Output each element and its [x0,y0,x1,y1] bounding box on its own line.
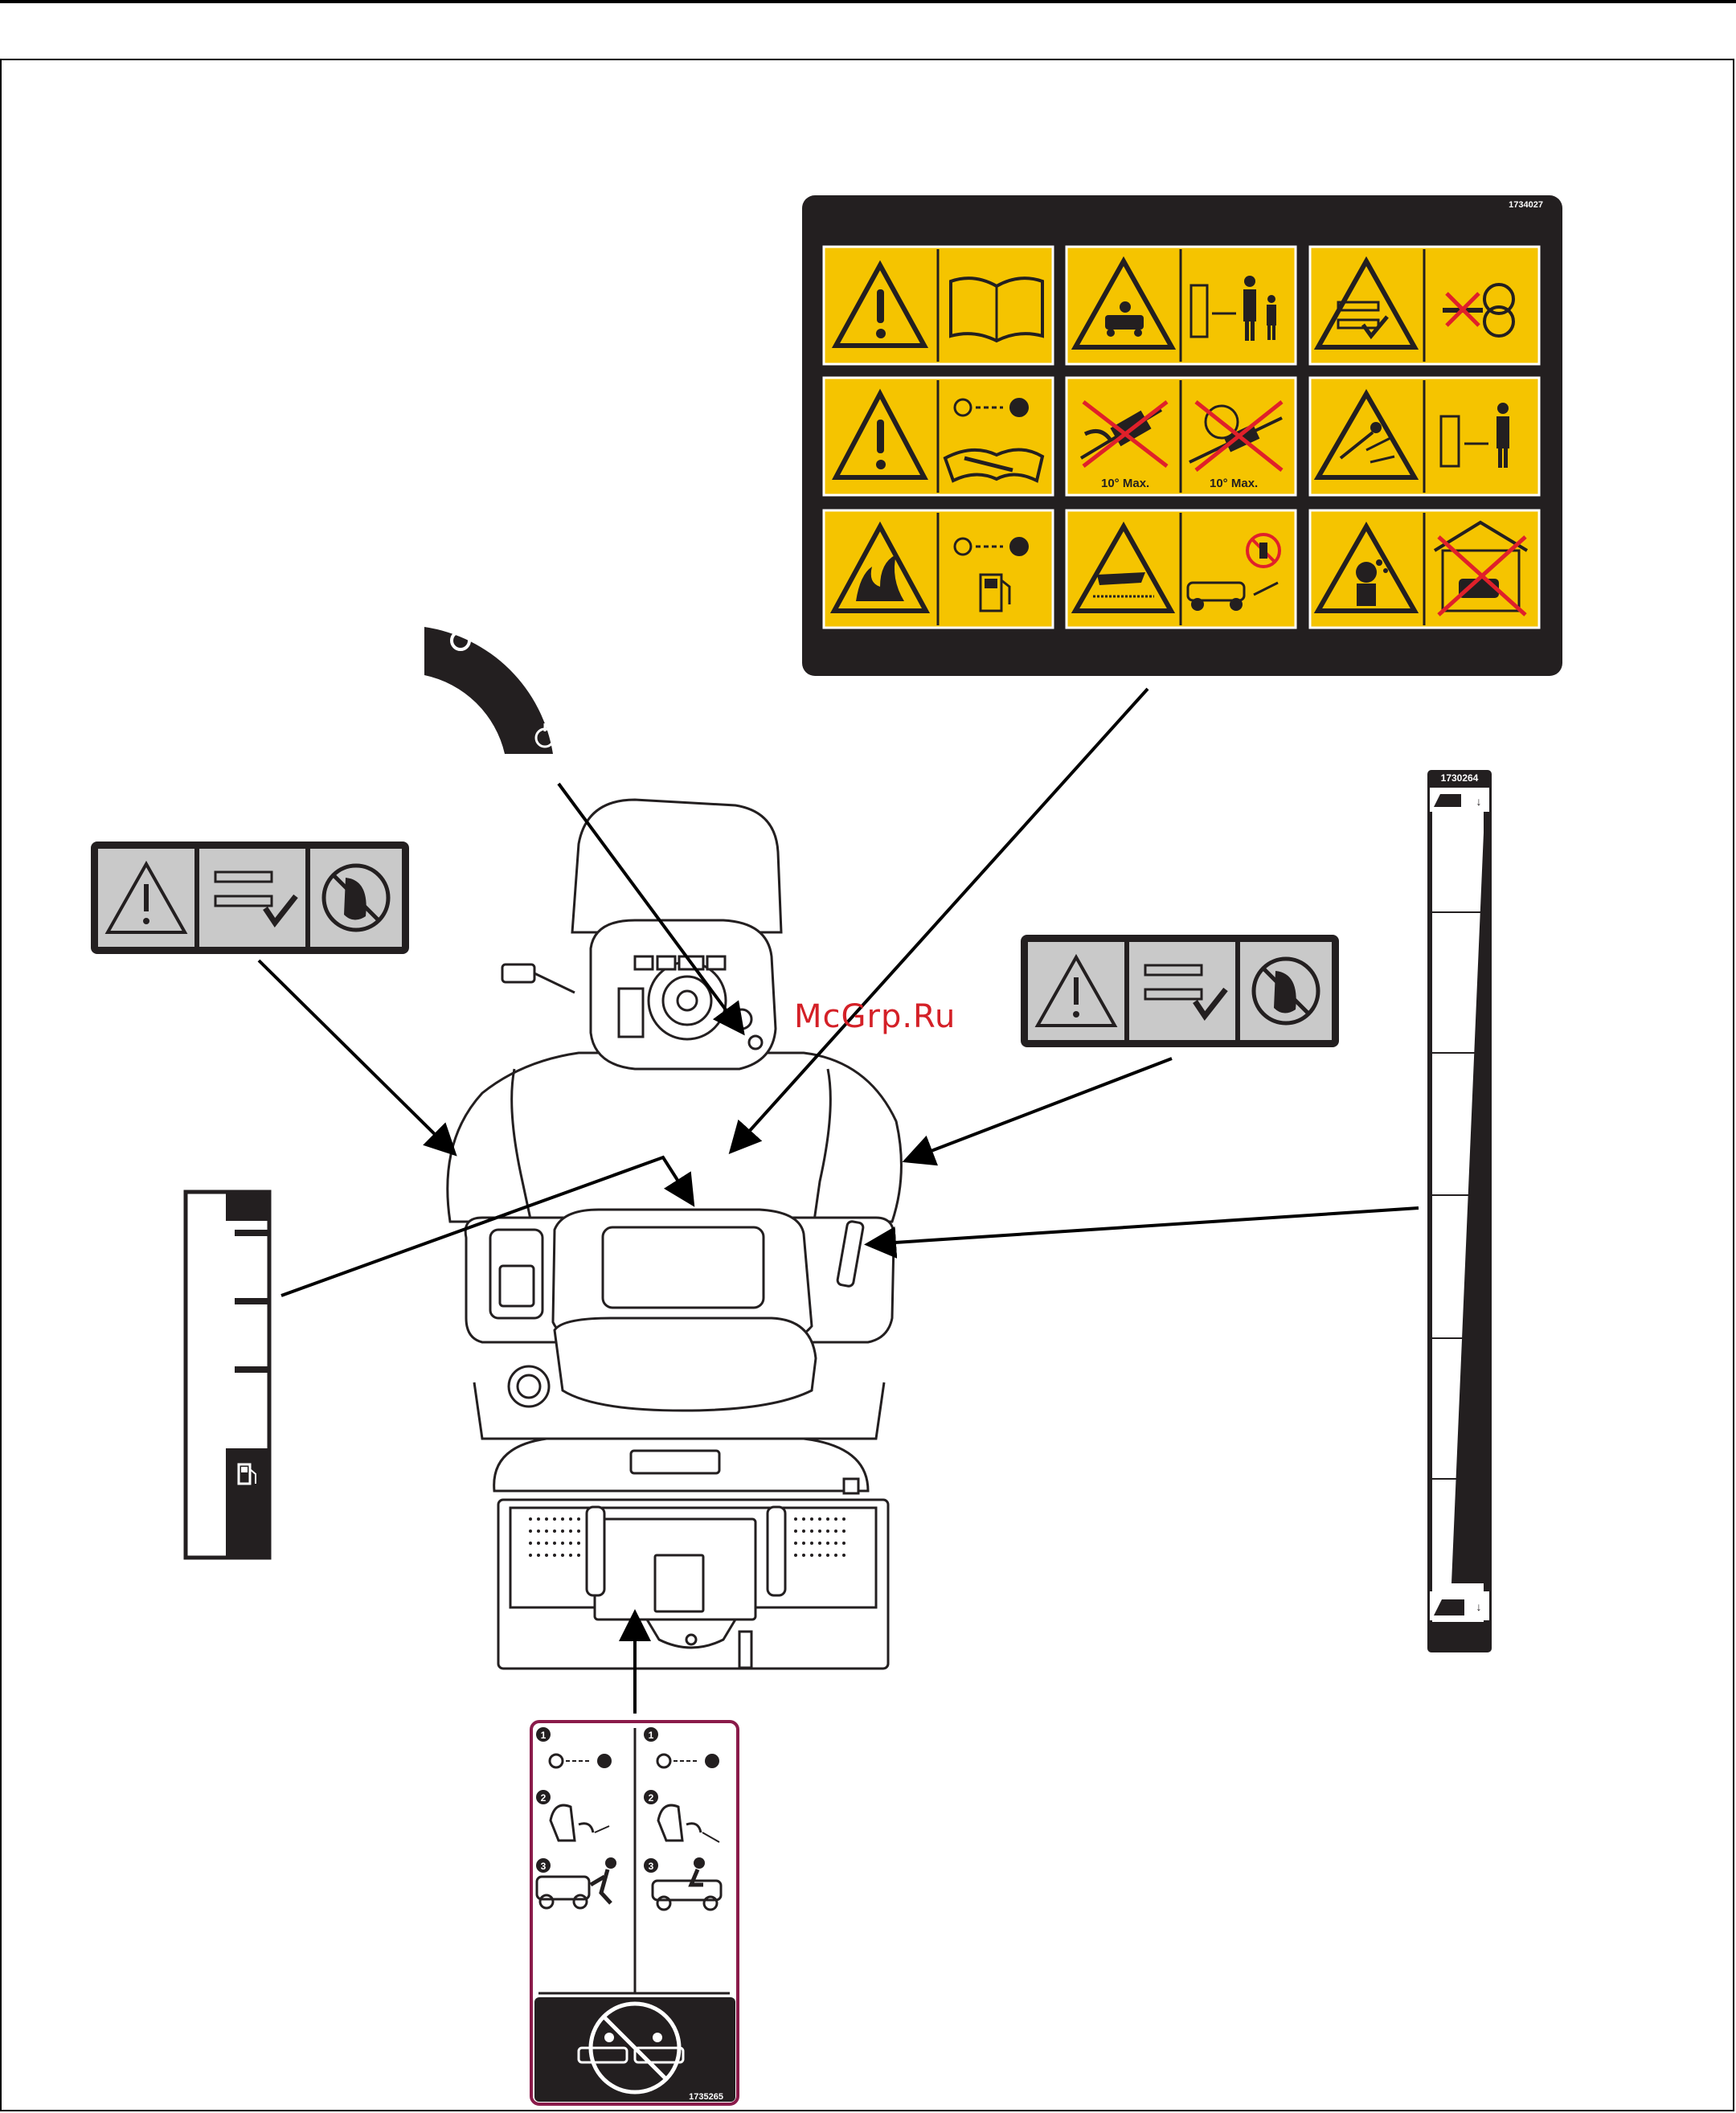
on-symbol-icon [516,657,521,675]
safety-decal-part-number: 1734027 [1509,200,1543,210]
left-fender-warning-decal [91,842,409,954]
right-fender-warning-decal [1021,935,1339,1047]
slope-label-right: 10° Max. [1210,477,1258,490]
left-fender-leader [259,960,452,1152]
deck-instruction-decal: 1 2 3 1 [531,1722,738,2104]
tile-thrown-objects-distance [1310,378,1539,495]
watermark: McGrp.Ru [794,998,956,1035]
tile-amputation-hazard [1067,510,1296,628]
step-number: 1 [649,1730,654,1741]
tile-remove-key-service [824,378,1053,495]
safety-panel-leader [733,689,1148,1149]
tile-thrown-objects-bystanders [1067,247,1296,364]
step-number: 3 [541,1861,547,1872]
step-number: 3 [649,1861,654,1872]
safety-decal-panel: 1734027 [802,195,1562,676]
slope-label-left: 10° Max. [1101,477,1149,490]
deck-instruction-part-number: 1735265 [689,2092,723,2102]
tile-carbon-monoxide [1310,510,1539,628]
height-scale-leader [870,1208,1419,1244]
fuel-gauge-decal [186,1192,269,1558]
step-number: 2 [649,1792,654,1804]
ignition-switch-decal [424,627,554,754]
tile-fire-hazard [824,510,1053,628]
svg-text:↓: ↓ [1476,795,1482,808]
cut-height-high-icon: ↓ [1430,1591,1489,1620]
step-number: 2 [541,1792,547,1804]
tractor-top-view [448,800,902,1669]
height-scale-decal: 1730264 ↓ ↓ [1427,770,1492,1652]
svg-text:↓: ↓ [1476,1600,1482,1613]
tile-read-manual [824,247,1053,364]
cut-height-low-icon: ↓ [1430,788,1489,812]
tile-slope-tip-over: 10° Max. 10° Max. [1067,378,1296,495]
right-fender-leader [908,1059,1172,1160]
height-scale-part-number: 1730264 [1441,772,1479,784]
step-number: 1 [541,1730,547,1741]
tile-hand-cut-hazard [1310,247,1539,364]
